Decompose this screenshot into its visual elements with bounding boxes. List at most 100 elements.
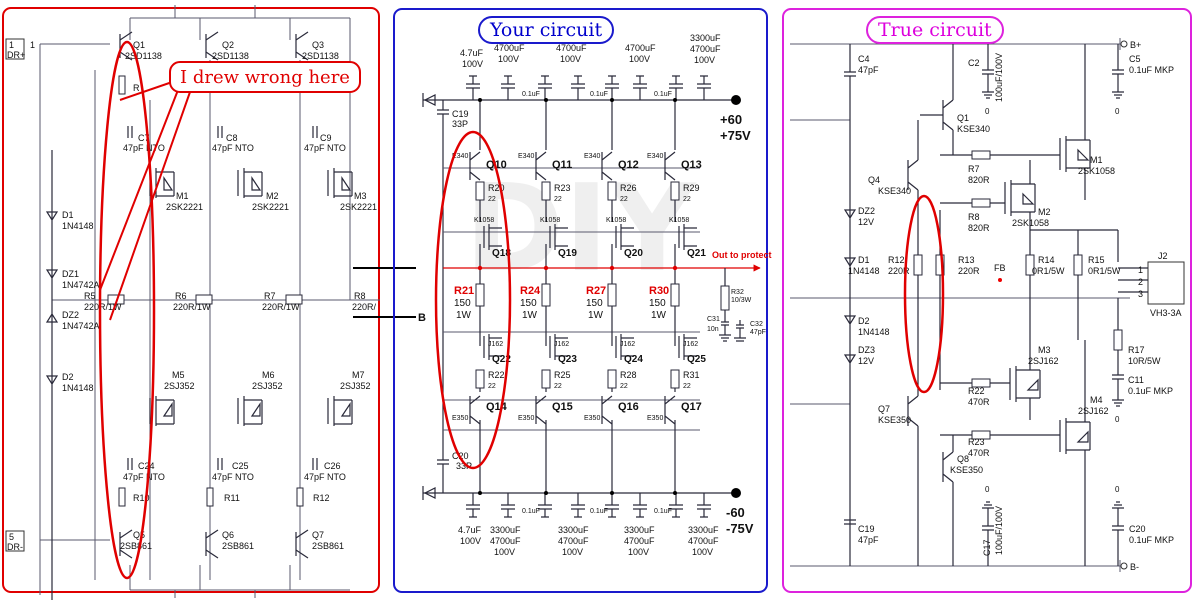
upper-r-1-label: R20 bbox=[488, 183, 505, 193]
middle-wrong-ellipse bbox=[434, 130, 512, 470]
m3-part: 2SK2221 bbox=[340, 202, 377, 212]
j2-pin-3: 3 bbox=[1138, 289, 1143, 299]
b-plus-node bbox=[1120, 40, 1128, 48]
c8-value: 47pF NTO bbox=[212, 143, 254, 153]
r12-true-label: R12 bbox=[888, 255, 905, 265]
upper-npn-3-label: Q12 bbox=[618, 159, 639, 171]
c25-label: C25 bbox=[232, 461, 249, 471]
lower-r-4-label: R31 bbox=[683, 370, 700, 380]
r23-true-label: R23 bbox=[968, 437, 985, 447]
upper-fet-3-part: K1058 bbox=[606, 217, 626, 224]
dz2-label: DZ2 bbox=[62, 310, 79, 320]
bottom-cap-3-v3: 100V bbox=[562, 547, 583, 557]
q8-true-part: KSE350 bbox=[950, 465, 983, 475]
bottom-cap-4-v1: 3300uF bbox=[624, 525, 655, 535]
d1-true-part: 1N4148 bbox=[848, 266, 880, 276]
bottom-cap-4-v3: 100V bbox=[628, 547, 649, 557]
upper-r-2-resistor bbox=[541, 181, 551, 201]
bottom-cap-1-v1: 4.7uF bbox=[458, 525, 482, 535]
c19-true-value: 47pF bbox=[858, 535, 879, 545]
c31-label: C31 bbox=[707, 316, 720, 323]
m5-part: 2SJ352 bbox=[164, 381, 195, 391]
lower-fet-3-part: J162 bbox=[620, 341, 635, 348]
m3-label: M3 bbox=[354, 191, 367, 201]
m7-part: 2SJ352 bbox=[340, 381, 371, 391]
m6-mosfet bbox=[237, 396, 263, 426]
r10-resistor bbox=[118, 487, 126, 507]
m5-label: M5 bbox=[172, 370, 185, 380]
out-to-protect-label: Out to protect bbox=[712, 250, 772, 260]
upper-npn-3-symbol bbox=[601, 151, 613, 181]
neg-rail-label-2: -75V bbox=[726, 521, 754, 536]
j2-pin-2: 2 bbox=[1138, 277, 1143, 287]
lower-fet-4-part: J162 bbox=[683, 341, 698, 348]
neg-rail-node-2 bbox=[544, 491, 548, 495]
r8-true-label: R8 bbox=[968, 212, 980, 222]
bottom-cap-3-v1: 3300uF bbox=[558, 525, 589, 535]
m2-true-part: 2SK1058 bbox=[1012, 218, 1049, 228]
q5-part: 2SB861 bbox=[120, 541, 152, 551]
c19-value: 33P bbox=[452, 119, 468, 129]
q3-label: Q3 bbox=[312, 40, 324, 50]
r13-true-value: 220R bbox=[958, 266, 980, 276]
r13-true-resistor bbox=[935, 254, 945, 276]
m5-mosfet bbox=[149, 396, 175, 426]
j2-connector bbox=[1147, 261, 1185, 305]
r7-true-resistor bbox=[971, 150, 991, 160]
upper-npn-1-part: E340 bbox=[452, 153, 468, 160]
top-cap-1-v1: 4.7uF bbox=[460, 48, 484, 58]
c5-label: C5 bbox=[1129, 54, 1141, 64]
right-focus-ellipse bbox=[903, 194, 945, 394]
r6-resistor bbox=[195, 294, 213, 305]
lower-fet-1-label: Q22 bbox=[492, 354, 511, 365]
m2-mosfet bbox=[237, 168, 263, 198]
d2-label: D2 bbox=[62, 372, 74, 382]
r1-resistor bbox=[118, 75, 126, 95]
upper-fet-2-symbol bbox=[549, 224, 568, 250]
upper-r-4-label: R29 bbox=[683, 183, 700, 193]
c26-value: 47pF NTO bbox=[304, 472, 346, 482]
bottom-cap-5-v1: 3300uF bbox=[688, 525, 719, 535]
terminal-dr-plus-net: 1 bbox=[30, 40, 35, 50]
r22-true-label: R22 bbox=[968, 386, 985, 396]
mid-r-4-v1: 150 bbox=[649, 298, 666, 309]
c24-label: C24 bbox=[138, 461, 155, 471]
c26-label: C26 bbox=[324, 461, 341, 471]
terminal-dr-plus bbox=[5, 38, 25, 60]
upper-npn-4-symbol bbox=[664, 151, 676, 181]
lower-fet-3-symbol bbox=[615, 334, 634, 360]
your-circuit-title-text: Your circuit bbox=[490, 19, 603, 41]
dz1-label: DZ1 bbox=[62, 269, 79, 279]
c8-label: C8 bbox=[226, 133, 238, 143]
small-cap-5: 0.1uF bbox=[590, 508, 608, 515]
right-panel: B+ B- C4 47pF 0 C2 100uF/100V C5 0.1uF M… bbox=[782, 8, 1192, 593]
annotation-callout bbox=[169, 61, 361, 93]
m3-true-label: M3 bbox=[1038, 345, 1051, 355]
terminal-dr-minus bbox=[5, 530, 25, 552]
q5-transistor bbox=[119, 529, 133, 559]
upper-npn-4-label: Q13 bbox=[681, 159, 702, 171]
lower-fet-2-symbol bbox=[549, 334, 568, 360]
lower-r-3-label: R28 bbox=[620, 370, 637, 380]
lower-fet-4-symbol bbox=[678, 334, 697, 360]
r1-label: R bbox=[133, 83, 140, 93]
d2-true-part: 1N4148 bbox=[858, 327, 890, 337]
mid-r-3-resistor bbox=[607, 283, 617, 307]
lower-pnp-1-label: Q14 bbox=[486, 401, 508, 413]
lower-pnp-3-label: Q16 bbox=[618, 401, 639, 413]
middle-panel: DIY +60 +75V -60 -75V 4.7uF 100V 4700uF … bbox=[393, 8, 772, 593]
lower-r-2-value: 22 bbox=[554, 383, 562, 390]
c19-true-label: C19 bbox=[858, 524, 875, 534]
r12-true-resistor bbox=[913, 254, 923, 276]
r22-true-value: 470R bbox=[968, 397, 990, 407]
lower-pnp-4-label: Q17 bbox=[681, 401, 702, 413]
q7-transistor bbox=[295, 529, 309, 559]
c4-value: 47pF bbox=[858, 65, 879, 75]
c20-gnd: 0 bbox=[1115, 485, 1120, 494]
lower-r-1-label: R22 bbox=[488, 370, 505, 380]
q7-true-label: Q7 bbox=[878, 404, 890, 414]
small-cap-6: 0.1uF bbox=[654, 508, 672, 515]
c4-label: C4 bbox=[858, 54, 870, 64]
upper-r-4-resistor bbox=[670, 181, 680, 201]
m7-label: M7 bbox=[352, 370, 365, 380]
